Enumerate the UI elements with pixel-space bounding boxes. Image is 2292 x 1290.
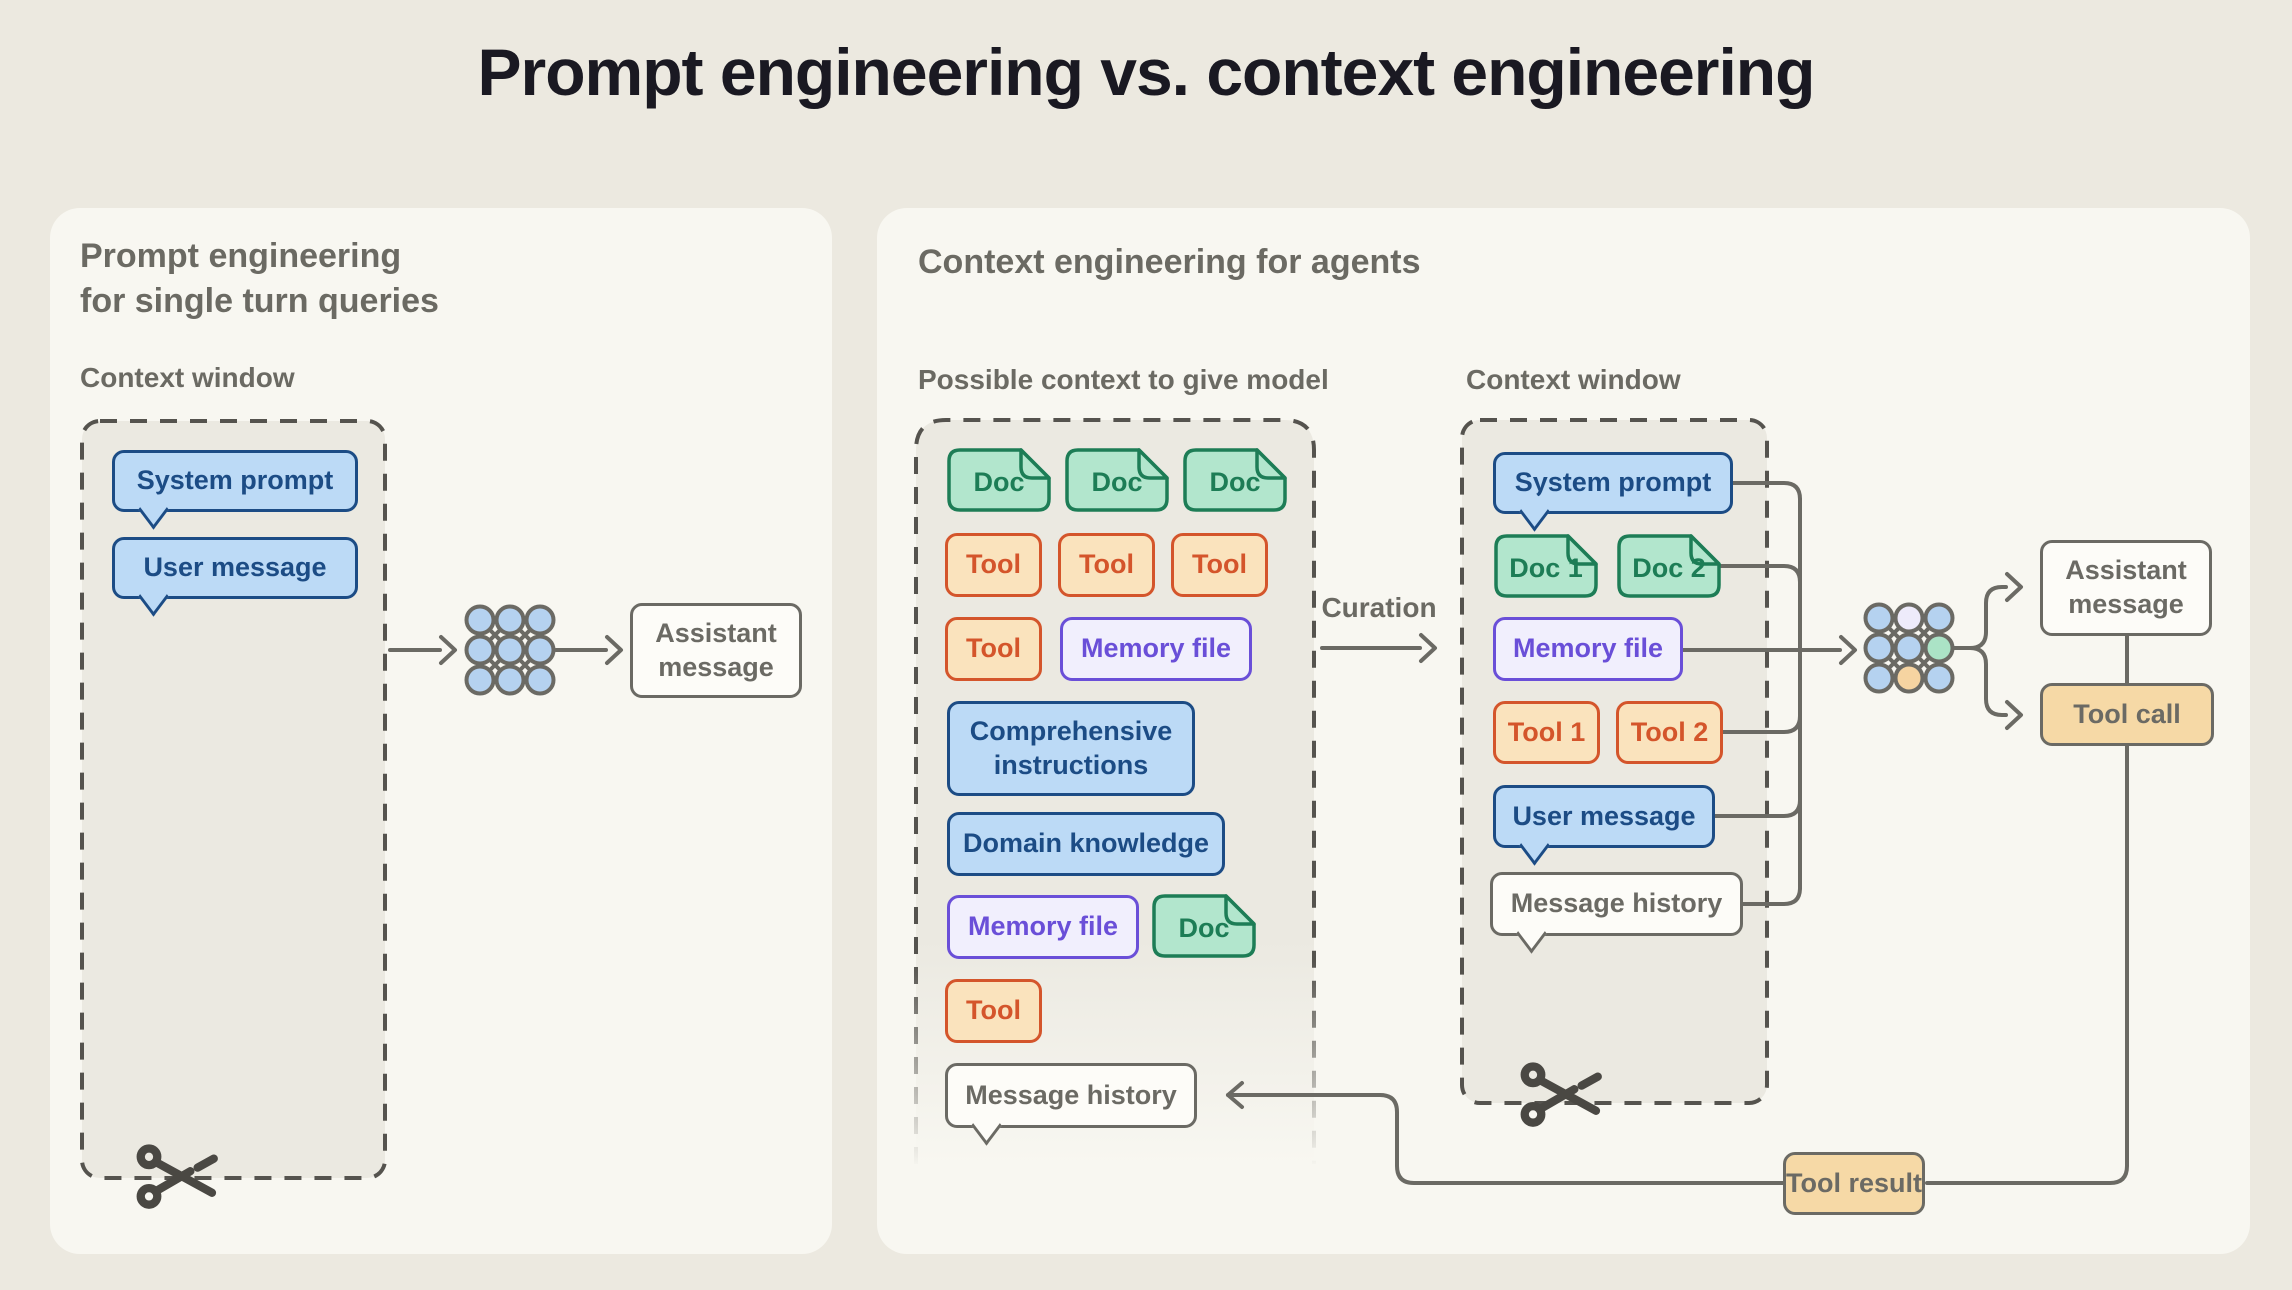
left-panel-heading-line2: for single turn queries — [80, 281, 439, 320]
system-prompt-label: System prompt — [1514, 467, 1712, 498]
context-connectors — [1681, 481, 1857, 906]
tool-chip: Tool — [1171, 533, 1268, 597]
page-title: Prompt engineering vs. context engineeri… — [477, 35, 1816, 109]
doc-chip: Doc — [947, 448, 1051, 512]
scissors-icon — [136, 1144, 218, 1209]
curation-arrow — [1320, 633, 1437, 663]
memory-file-label: Memory file — [1080, 633, 1232, 664]
comprehensive-instructions-label: Comprehensive instructions — [969, 715, 1173, 780]
left-context-window-box — [80, 419, 387, 1180]
doc-label: Doc — [973, 466, 1025, 497]
doc-chip: Doc — [1065, 448, 1169, 512]
memory-file-chip: Memory file — [947, 895, 1139, 959]
domain-knowledge-label: Domain knowledge — [962, 828, 1210, 859]
tool-label: Tool — [966, 995, 1021, 1026]
memory-file-label: Memory file — [1512, 633, 1664, 664]
tool-label: Tool — [1192, 549, 1247, 580]
comprehensive-instructions-chip: Comprehensive instructions — [947, 701, 1195, 796]
doc2-label: Doc 2 — [1632, 552, 1706, 583]
tool-chip: Tool — [945, 533, 1042, 597]
user-message-chip: User message — [1493, 785, 1715, 848]
tool-label: Tool — [1079, 549, 1134, 580]
doc1-label: Doc 1 — [1509, 552, 1583, 583]
left-context-window-label: Context window — [80, 362, 295, 393]
tool-label: Tool — [966, 633, 1021, 664]
tool1-chip: Tool 1 — [1493, 701, 1600, 764]
domain-knowledge-chip: Domain knowledge — [947, 812, 1225, 876]
memory-file-label: Memory file — [967, 911, 1119, 942]
tool2-chip: Tool 2 — [1616, 701, 1723, 764]
doc-file-icon — [1152, 894, 1256, 958]
doc-file-icon — [1183, 448, 1287, 512]
doc-label: Doc — [1091, 466, 1143, 497]
model-network-icon — [464, 604, 556, 696]
doc-file-icon — [1617, 534, 1721, 598]
left-panel-heading-line1: Prompt engineering — [80, 237, 402, 275]
doc-label: Doc — [1209, 466, 1261, 497]
tool-chip: Tool — [945, 979, 1042, 1043]
left-flow-arrows — [388, 635, 623, 665]
memory-file-chip: Memory file — [1060, 617, 1252, 681]
assistant-message-label: Assistant message — [2065, 555, 2187, 619]
doc-chip: Doc — [1183, 448, 1287, 512]
user-message-label: User message — [143, 552, 327, 583]
model-output-branches — [1951, 572, 2023, 730]
assistant-message-label: Assistant message — [655, 617, 777, 682]
message-history-label: Message history — [1510, 888, 1723, 919]
tool-chip: Tool — [945, 617, 1042, 681]
tool2-label: Tool 2 — [1630, 716, 1709, 747]
memory-file-chip: Memory file — [1493, 617, 1683, 681]
doc-file-icon — [947, 448, 1051, 512]
message-history-chip: Message history — [1490, 872, 1743, 936]
tool-call-box: Tool call — [2040, 683, 2214, 746]
system-prompt-chip: System prompt — [112, 450, 358, 512]
system-prompt-label: System prompt — [136, 465, 334, 496]
curation-label: Curation — [1321, 592, 1437, 623]
tool-call-label: Tool call — [2073, 698, 2181, 729]
message-history-label: Message history — [965, 1079, 1177, 1110]
doc2-chip: Doc 2 — [1617, 534, 1721, 598]
user-message-chip: User message — [112, 537, 358, 599]
tool-loop-connectors — [1226, 634, 2129, 1185]
tool-result-label: Tool result — [1786, 1167, 1923, 1198]
doc-file-icon — [1494, 534, 1598, 598]
right-context-window-label: Context window — [1466, 364, 1681, 395]
tool-label: Tool — [966, 549, 1021, 580]
doc-label: Doc — [1178, 912, 1230, 943]
doc1-chip: Doc 1 — [1494, 534, 1598, 598]
right-panel-heading: Context engineering for agents — [918, 243, 1421, 281]
system-prompt-chip: System prompt — [1493, 452, 1733, 514]
assistant-message-box: Assistant message — [630, 603, 802, 698]
scissors-icon — [1520, 1062, 1602, 1127]
doc-file-icon — [1065, 448, 1169, 512]
tool1-label: Tool 1 — [1507, 716, 1586, 747]
user-message-label: User message — [1512, 800, 1696, 831]
agent-model-network-icon — [1863, 602, 1955, 694]
possible-context-label: Possible context to give model — [918, 364, 1329, 395]
left-panel-heading: Prompt engineering for single turn queri… — [80, 234, 439, 324]
tool-result-box: Tool result — [1783, 1152, 1925, 1215]
tool-chip: Tool — [1058, 533, 1155, 597]
assistant-message-box: Assistant message — [2040, 540, 2212, 636]
message-history-chip: Message history — [945, 1063, 1197, 1128]
doc-chip: Doc — [1152, 894, 1256, 958]
